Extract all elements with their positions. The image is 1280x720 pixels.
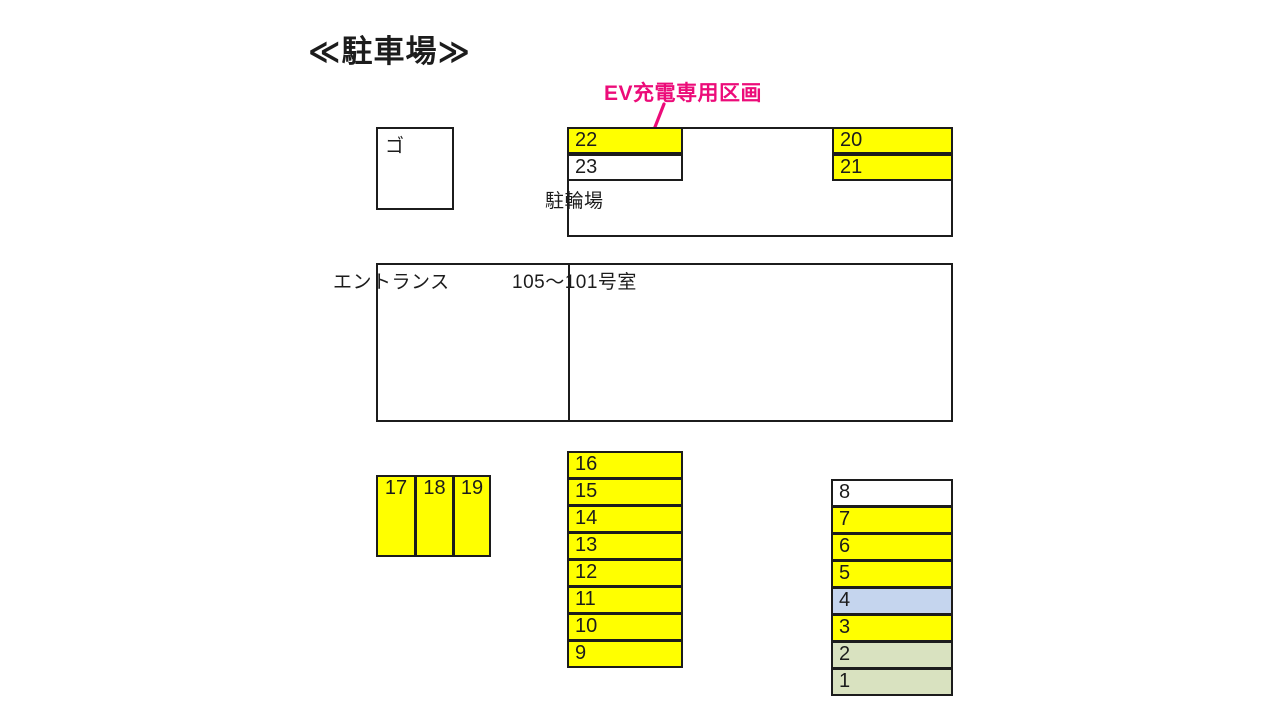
parking-space-13[interactable]: 13 — [567, 532, 683, 560]
space-number: 20 — [840, 129, 863, 151]
space-number: 4 — [839, 589, 851, 611]
space-number: 8 — [839, 481, 851, 503]
parking-space-14[interactable]: 14 — [567, 505, 683, 533]
page-title: ≪駐車場≫ — [308, 34, 471, 69]
parking-space-21[interactable]: 21 — [832, 154, 953, 181]
space-number: 6 — [839, 535, 851, 557]
parking-space-16[interactable]: 16 — [567, 451, 683, 479]
space-number: 21 — [840, 156, 863, 178]
space-number: 13 — [575, 534, 598, 556]
parking-space-18[interactable]: 18 — [415, 475, 454, 557]
entrance-label: エントランス — [333, 272, 450, 293]
parking-space-9[interactable]: 9 — [567, 640, 683, 668]
parking-space-2[interactable]: 2 — [831, 641, 953, 669]
space-number: 16 — [575, 453, 598, 475]
trash-area-box: ゴ — [376, 127, 454, 210]
space-number: 5 — [839, 562, 851, 584]
parking-space-12[interactable]: 12 — [567, 559, 683, 587]
space-number: 10 — [575, 615, 598, 637]
building-main-block — [376, 263, 953, 422]
parking-space-22[interactable]: 22 — [567, 127, 683, 154]
building-divider — [568, 263, 570, 422]
parking-space-20[interactable]: 20 — [832, 127, 953, 154]
space-number: 15 — [575, 480, 598, 502]
ev-charging-callout-label: EV充電専用区画 — [604, 82, 763, 105]
space-number: 9 — [575, 642, 587, 664]
space-number: 12 — [575, 561, 598, 583]
parking-space-19[interactable]: 19 — [453, 475, 491, 557]
bicycle-parking-label: 駐輪場 — [545, 191, 604, 212]
parking-space-1[interactable]: 1 — [831, 668, 953, 696]
space-number: 17 — [384, 477, 408, 499]
parking-space-5[interactable]: 5 — [831, 560, 953, 588]
space-number: 14 — [575, 507, 598, 529]
space-number: 2 — [839, 643, 851, 665]
parking-space-3[interactable]: 3 — [831, 614, 953, 642]
space-number: 7 — [839, 508, 851, 530]
space-number: 11 — [575, 588, 596, 610]
parking-space-15[interactable]: 15 — [567, 478, 683, 506]
parking-space-7[interactable]: 7 — [831, 506, 953, 534]
space-number: 23 — [575, 156, 598, 178]
rooms-label: 105〜101号室 — [512, 272, 637, 293]
parking-space-23[interactable]: 23 — [567, 154, 683, 181]
parking-space-4[interactable]: 4 — [831, 587, 953, 615]
parking-space-6[interactable]: 6 — [831, 533, 953, 561]
parking-space-17[interactable]: 17 — [376, 475, 416, 557]
space-number: 18 — [423, 477, 446, 499]
space-number: 3 — [839, 616, 851, 638]
space-number: 1 — [839, 670, 851, 692]
space-number: 22 — [575, 129, 598, 151]
trash-area-label: ゴ — [385, 136, 405, 157]
parking-space-11[interactable]: 11 — [567, 586, 683, 614]
space-number: 19 — [460, 477, 484, 499]
parking-space-10[interactable]: 10 — [567, 613, 683, 641]
parking-space-8[interactable]: 8 — [831, 479, 953, 507]
